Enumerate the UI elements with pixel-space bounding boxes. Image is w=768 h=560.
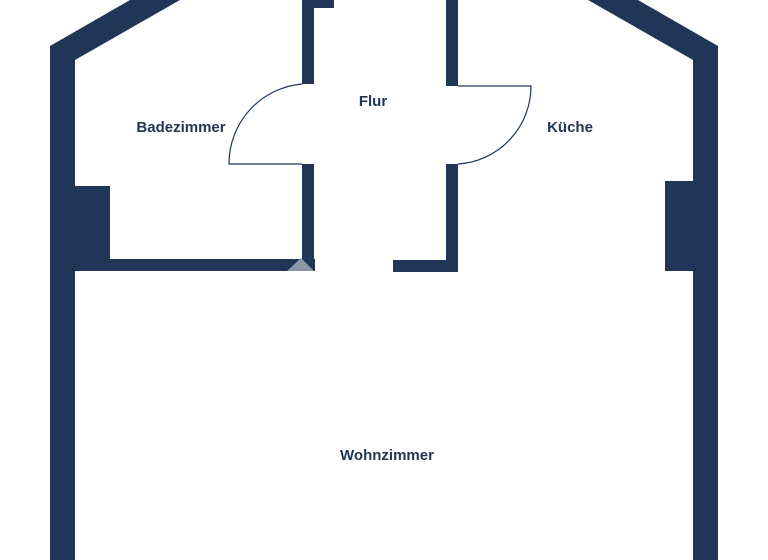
bathroom-wall-niche	[75, 186, 110, 259]
kitchen-wall-niche	[665, 181, 693, 271]
bathroom-bottom-wall	[75, 259, 315, 271]
walls	[50, 0, 718, 560]
room-label-badezimmer: Badezimmer	[136, 119, 225, 136]
room-label-kueche: Küche	[547, 119, 593, 136]
bathroom-door-swing	[228, 83, 303, 165]
kitchen-bottom-stub	[393, 260, 458, 272]
kitchen-door-swing	[457, 85, 532, 165]
room-label-flur: Flur	[359, 93, 387, 110]
left-outer-wall	[50, 0, 180, 560]
room-label-wohnzimmer: Wohnzimmer	[340, 447, 434, 464]
hall-right-wall-lower	[446, 164, 458, 272]
hall-right-wall-upper	[446, 0, 458, 86]
hall-left-wall-top-stub	[302, 0, 334, 8]
door-swings	[228, 83, 532, 165]
threshold-marker	[287, 258, 314, 271]
right-outer-wall	[588, 0, 718, 560]
hall-left-wall-lower	[302, 164, 314, 271]
hall-left-wall-upper	[302, 0, 314, 84]
